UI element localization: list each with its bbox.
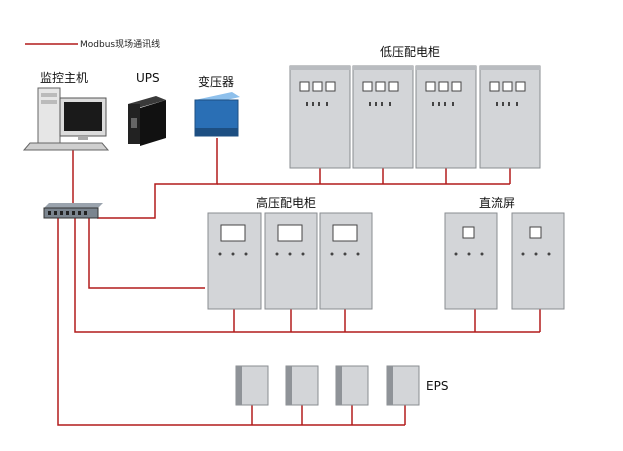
eps-label: EPS (426, 379, 448, 393)
transformer-label: 变压器 (198, 74, 234, 89)
monitor-host-label: 监控主机 (40, 71, 88, 85)
low-voltage-cabinet (352, 65, 414, 169)
high-voltage-cabinet (264, 212, 318, 310)
eps-unit (386, 365, 420, 406)
eps-unit (285, 365, 319, 406)
transformer-icon (194, 92, 240, 137)
low-voltage-label: 低压配电柜 (380, 45, 440, 59)
legend: Modbus现场通讯线 (25, 38, 160, 50)
dc-panel-group: 直流屏 (444, 196, 565, 310)
legend-text: Modbus现场通讯线 (80, 38, 160, 50)
network-switch-icon (43, 203, 103, 219)
comm-wires (57, 138, 541, 426)
ups-label: UPS (136, 71, 160, 85)
high-voltage-label: 高压配电柜 (256, 195, 316, 210)
low-voltage-cabinet (289, 65, 351, 169)
high-voltage-cabinets: 高压配电柜 (207, 195, 373, 310)
low-voltage-cabinet (415, 65, 477, 169)
low-voltage-cabinets: 低压配电柜 (289, 45, 541, 169)
low-voltage-cabinet (479, 65, 541, 169)
dc-panel-cabinet (444, 212, 498, 310)
dc-panel-label: 直流屏 (479, 196, 515, 210)
ups-device: UPS (128, 71, 166, 146)
dc-panel-cabinet (511, 212, 565, 310)
eps-unit (235, 365, 269, 406)
monitor-host: 监控主机 (22, 71, 110, 151)
ups-icon (128, 96, 166, 146)
high-voltage-cabinet (207, 212, 262, 310)
eps-group: EPS (235, 365, 448, 406)
computer-icon (22, 87, 110, 151)
high-voltage-cabinet (319, 212, 373, 310)
network-switch (43, 203, 103, 219)
transformer: 变压器 (194, 74, 240, 137)
eps-unit (335, 365, 369, 406)
